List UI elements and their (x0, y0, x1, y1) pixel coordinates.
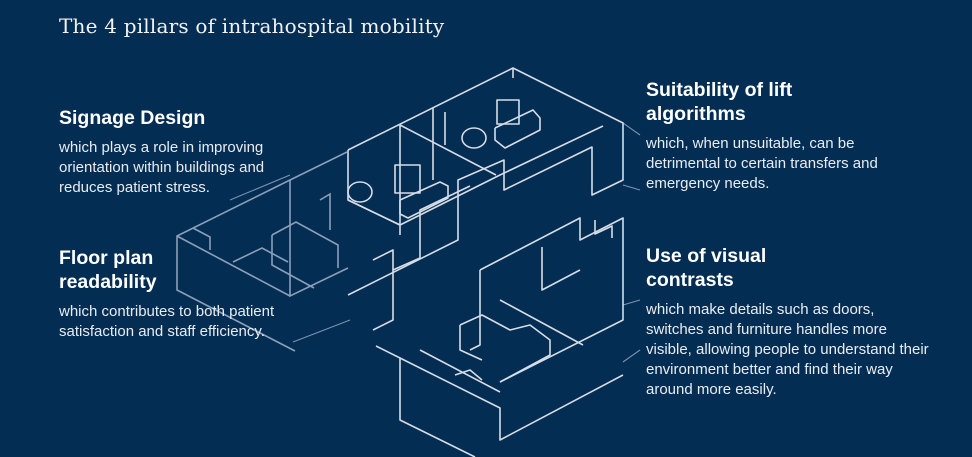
pillar-description: which plays a role in improving orientat… (59, 139, 265, 196)
pillar-description: which contributes to both patient satisf… (59, 303, 275, 340)
pillar-description: which, when unsuitable, can be detriment… (646, 135, 878, 192)
pillar-heading: Floor plan readability (59, 247, 157, 293)
pillar-signage-design: Signage Design which plays a role in imp… (59, 106, 309, 198)
pillar-heading: Suitability of lift algorithms (646, 79, 793, 125)
pillar-visual-contrasts: Use of visual contrasts which make detai… (646, 244, 936, 400)
pillar-heading: Use of visual contrasts (646, 245, 767, 291)
main-building (347, 67, 624, 457)
pillar-description: which make details such as doors, switch… (646, 301, 929, 398)
page-title: The 4 pillars of intrahospital mobility (59, 14, 445, 38)
pillar-floor-plan-readability: Floor plan readability which contributes… (59, 246, 309, 342)
connector-lines (229, 122, 641, 363)
pillar-lift-algorithms: Suitability of lift algorithms which, wh… (646, 78, 896, 194)
left-wing (176, 151, 349, 352)
pillar-heading: Signage Design (59, 107, 206, 129)
